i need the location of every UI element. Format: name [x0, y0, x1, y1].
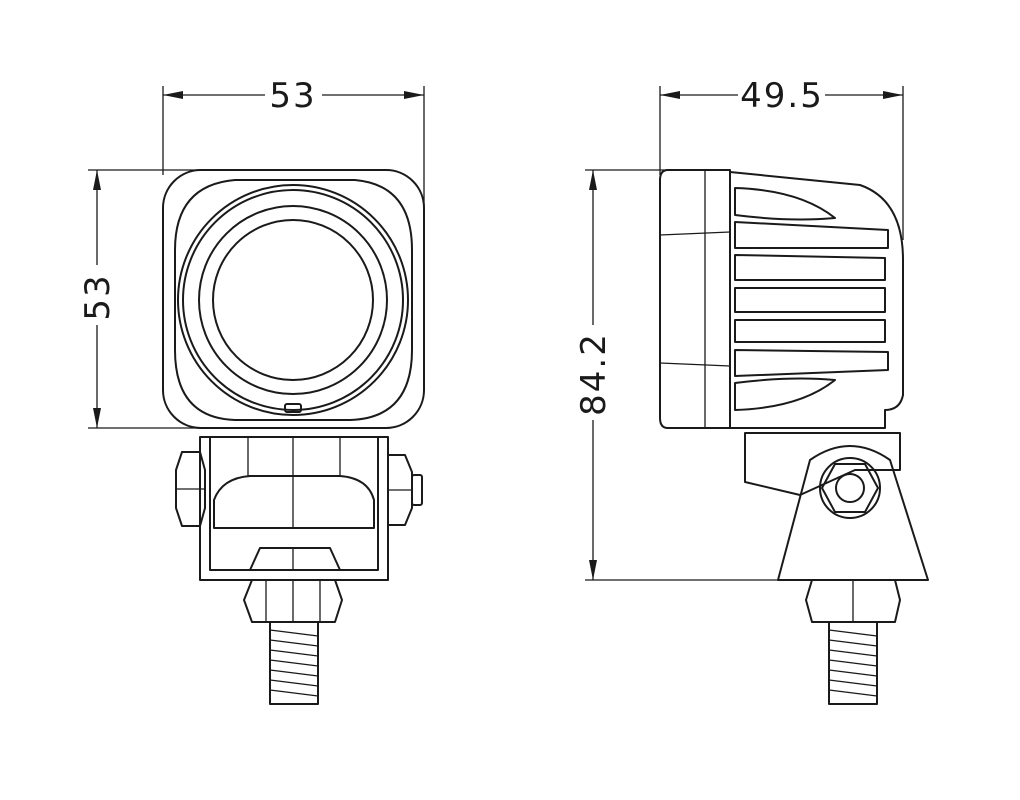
mount-bolt-side [805, 579, 901, 705]
side-height-label: 84.2 [574, 332, 614, 416]
side-nut-left [175, 451, 206, 527]
side-view: 49.5 84.2 [574, 76, 929, 705]
front-width-dimension: 53 [162, 76, 425, 240]
side-height-dimension: 84.2 [574, 169, 780, 581]
front-height-dimension: 53 [78, 169, 215, 429]
side-depth-dimension: 49.5 [659, 76, 904, 240]
lamp-housing-front [162, 169, 425, 429]
front-width-label: 53 [269, 76, 316, 116]
lamp-housing-side [659, 169, 904, 429]
side-nut-right [387, 454, 423, 526]
mount-bracket-front [199, 436, 389, 581]
side-depth-label: 49.5 [740, 76, 824, 116]
front-view: 53 53 [78, 76, 425, 705]
front-height-label: 53 [78, 273, 118, 320]
mount-bracket-side [744, 432, 929, 581]
mount-bolt-front [243, 579, 343, 705]
